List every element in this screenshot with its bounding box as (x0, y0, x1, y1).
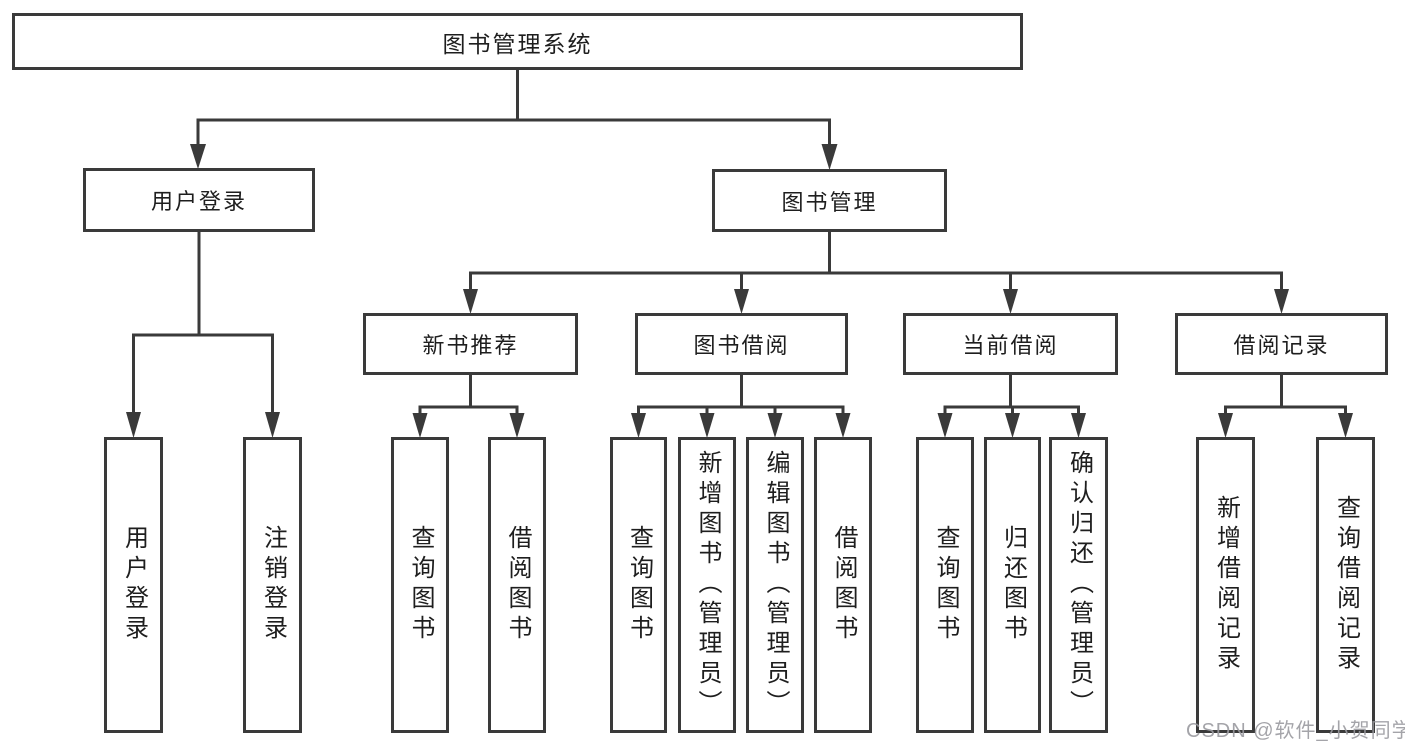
leaf-query-books-2: 查询图书 (610, 437, 667, 733)
leaf-edit-books-admin: 编辑图书（管理员） (746, 437, 804, 733)
leaf-label: 归还图书 (999, 525, 1027, 645)
leaf-label: 编辑图书（管理员） (762, 450, 789, 720)
leaf-logout: 注销登录 (243, 437, 302, 733)
node-label: 图书借阅 (693, 333, 790, 358)
leaf-label: 查询图书 (407, 525, 434, 645)
node-label: 新书推荐 (422, 333, 519, 358)
csdn-watermark: CSDN @软件_小贺同学 (1186, 720, 1405, 742)
leaf-add-borrow-record: 新增借阅记录 (1196, 437, 1255, 733)
node-user-login: 用户登录 (83, 168, 315, 232)
leaf-return-books: 归还图书 (984, 437, 1041, 733)
node-new-book-recommend: 新书推荐 (363, 313, 578, 375)
node-library-management-system: 图书管理系统 (12, 13, 1023, 70)
leaf-query-books-1: 查询图书 (391, 437, 449, 733)
connector-group (132, 70, 1347, 416)
leaf-label: 查询图书 (932, 525, 959, 645)
leaf-label: 查询图书 (625, 525, 653, 645)
leaf-label: 用户登录 (120, 525, 148, 645)
leaf-label: 确认归还（管理员） (1065, 450, 1093, 720)
leaf-query-borrow-record: 查询借阅记录 (1316, 437, 1375, 733)
arrowheads (126, 144, 1353, 438)
leaf-label: 查询借阅记录 (1332, 495, 1360, 675)
node-label: 用户登录 (150, 189, 247, 214)
node-label: 图书管理系统 (442, 30, 593, 57)
leaf-borrow-books-2: 借阅图书 (814, 437, 872, 733)
leaf-label: 注销登录 (259, 525, 287, 645)
node-label: 图书管理 (781, 189, 878, 215)
node-label: 当前借阅 (962, 333, 1059, 358)
node-book-management: 图书管理 (712, 169, 947, 232)
leaf-add-books-admin: 新增图书（管理员） (678, 437, 736, 733)
node-current-borrow: 当前借阅 (903, 313, 1118, 375)
leaf-borrow-books-1: 借阅图书 (488, 437, 546, 733)
leaf-query-books-3: 查询图书 (916, 437, 974, 733)
node-label: 借阅记录 (1233, 333, 1330, 358)
node-borrow-record: 借阅记录 (1175, 313, 1388, 375)
leaf-user-login: 用户登录 (104, 437, 163, 733)
leaf-confirm-return-admin: 确认归还（管理员） (1049, 437, 1108, 733)
leaf-label: 借阅图书 (830, 525, 857, 645)
leaf-label: 新增借阅记录 (1212, 495, 1240, 675)
leaf-label: 新增图书（管理员） (694, 450, 721, 720)
node-book-borrow: 图书借阅 (635, 313, 848, 375)
leaf-label: 借阅图书 (504, 525, 531, 645)
